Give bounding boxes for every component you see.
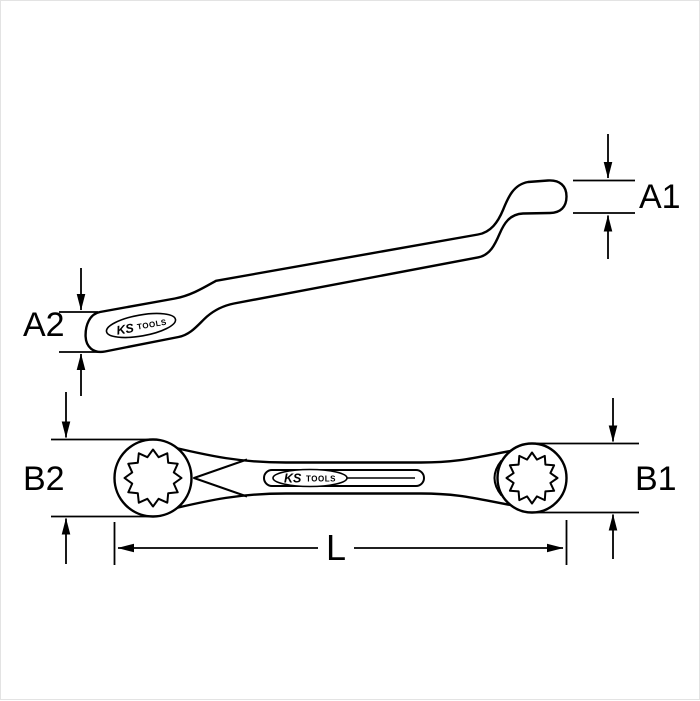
side-view: KS TOOLS [84, 179, 568, 354]
a1-label: A1 [639, 178, 681, 216]
brand-logo-top: KS TOOLS [272, 468, 348, 488]
dimension-a1: A1 [573, 134, 681, 259]
left-ring-12-point-profile [123, 448, 183, 508]
dimension-a2: A2 [23, 268, 103, 396]
brand-ks-text: KS [284, 472, 302, 486]
brand-logo-oval [105, 312, 177, 339]
dimension-length: L [113, 520, 568, 568]
brand-logo-side: KS TOOLS [105, 312, 177, 339]
dimension-b1: B1 [532, 398, 677, 559]
right-neck-transition-line [493, 459, 503, 497]
handle-groove [263, 469, 425, 487]
length-label: L [326, 527, 346, 568]
a2-label: A2 [23, 306, 65, 344]
b1-label: B1 [635, 460, 677, 498]
brand-ks-text: KS [115, 321, 135, 338]
dimension-b2: B2 [23, 392, 153, 564]
side-view-outline [84, 179, 568, 354]
top-view: KS TOOLS [113, 438, 568, 518]
b2-label: B2 [23, 460, 65, 498]
brand-logo-oval [272, 468, 348, 488]
left-neck-transition-line [193, 458, 248, 498]
brand-tools-text: TOOLS [306, 475, 336, 484]
right-ring-12-point-profile [505, 451, 559, 505]
